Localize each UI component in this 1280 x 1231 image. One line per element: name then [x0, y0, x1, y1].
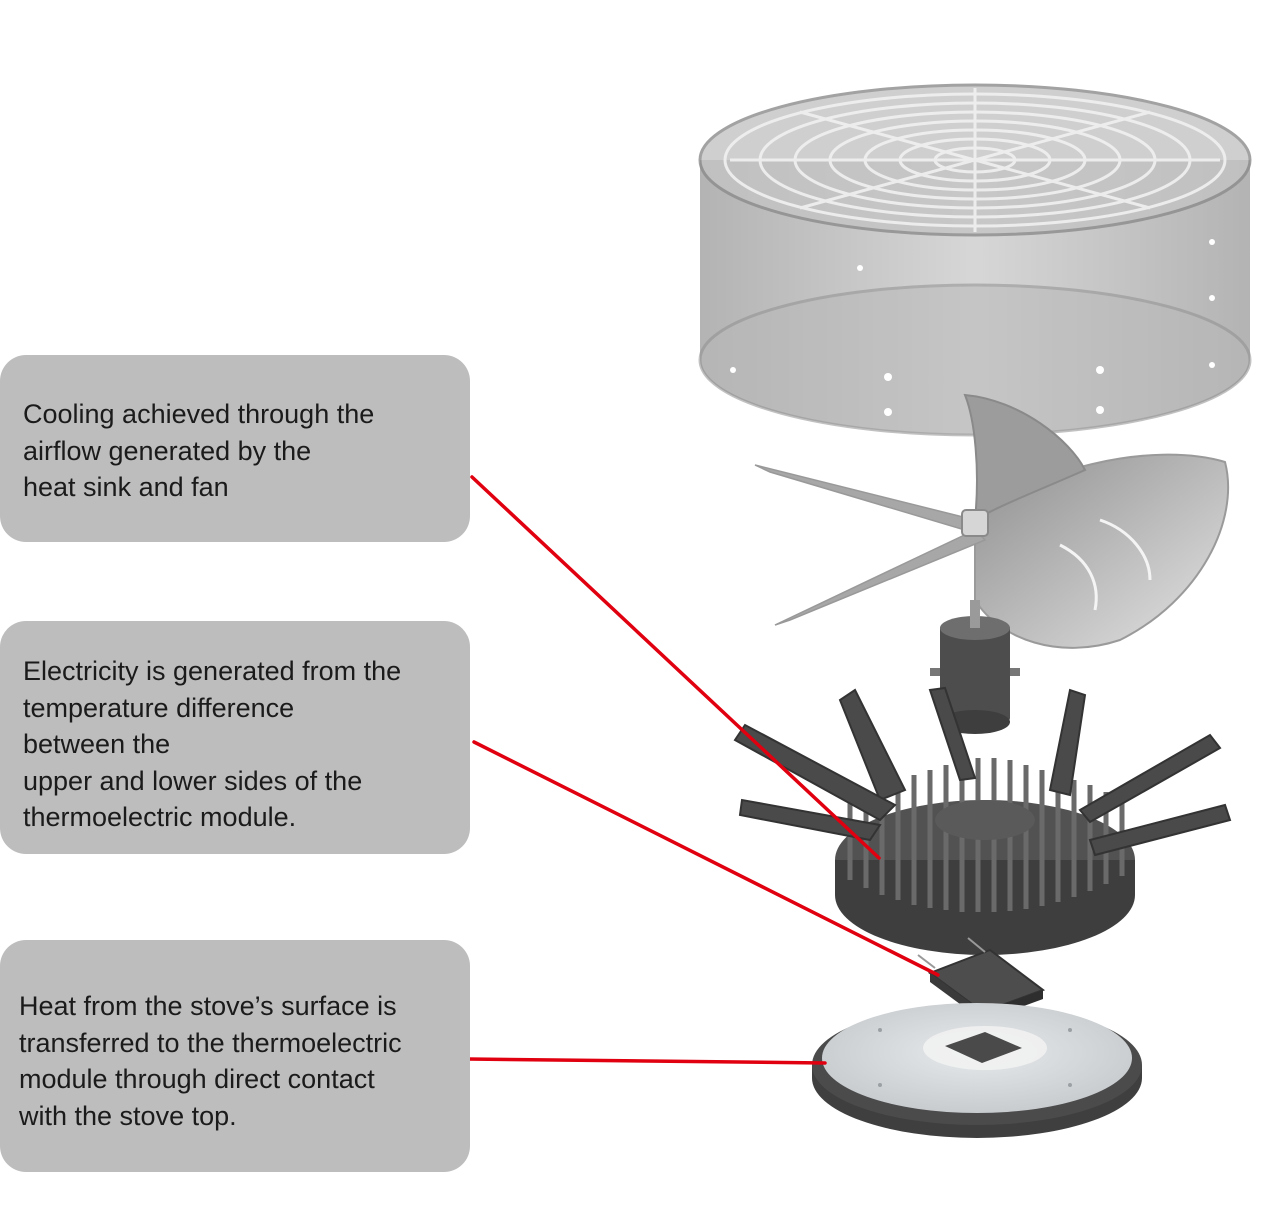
callout-heat-line: Heat from the stove’s surface is — [19, 988, 470, 1025]
callout-electricity-line: temperature difference — [23, 690, 470, 727]
callout-cooling-line: Cooling achieved through the — [23, 396, 470, 433]
callout-heat: Heat from the stove’s surface is transfe… — [0, 940, 470, 1172]
callout-electricity-line: upper and lower sides of the — [23, 763, 470, 800]
callout-electricity-line: thermoelectric module. — [23, 799, 470, 836]
callout-heat-line: transferred to the thermoelectric — [19, 1025, 470, 1062]
callout-heat-line: module through direct contact — [19, 1061, 470, 1098]
callout-electricity-line: Electricity is generated from the — [23, 653, 470, 690]
leader-line-heat — [468, 1059, 825, 1063]
fan-blade — [755, 395, 1228, 648]
callout-cooling-line: heat sink and fan — [23, 469, 470, 506]
callout-electricity: Electricity is generated from the temper… — [0, 621, 470, 854]
stove-contact-plate — [812, 1003, 1142, 1138]
callout-electricity-line: between the — [23, 726, 470, 763]
callout-heat-line: with the stove top. — [19, 1098, 470, 1135]
leader-line-cooling — [472, 477, 879, 858]
callout-cooling-line: airflow generated by the — [23, 433, 470, 470]
callout-cooling: Cooling achieved through the airflow gen… — [0, 355, 470, 542]
fan-guard — [700, 85, 1250, 435]
